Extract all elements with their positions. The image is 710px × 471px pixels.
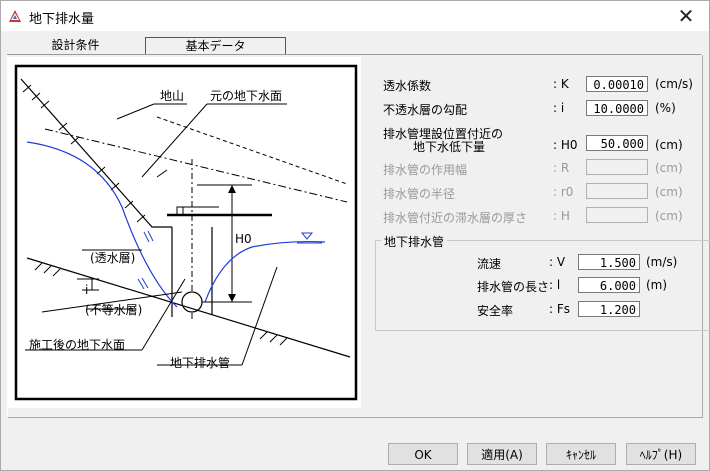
safety-factor-input[interactable]: 1.200 [578, 301, 640, 317]
drain-label-velocity: 流速 [477, 257, 502, 271]
param-symbol-r: : R [553, 161, 570, 175]
drain-pipe-group [375, 240, 710, 331]
drain-unit-v: (m/s) [646, 255, 678, 269]
label-ground: 地山 [160, 89, 185, 103]
param-unit-h0: (cm) [655, 138, 683, 152]
param-label-gradient: 不透水層の勾配 [383, 103, 468, 117]
tab-design-conditions[interactable]: 設計条件 [51, 38, 100, 52]
window-title: 地下排水量 [29, 12, 95, 27]
app-icon [9, 10, 21, 22]
param-symbol-k: : K [553, 77, 569, 91]
radius-input [586, 183, 648, 199]
param-unit-k: (cm/s) [655, 77, 693, 91]
param-symbol-r0: : r0 [553, 185, 574, 199]
title-bar: 地下排水量 ✕ [1, 1, 709, 31]
velocity-input[interactable]: 1.500 [578, 254, 640, 270]
drain-symbol-l: : l [549, 278, 561, 292]
label-h0: H0 [235, 232, 252, 246]
param-symbol-i: : i [553, 101, 565, 115]
drain-label-length: 排水管の長さ [477, 280, 550, 294]
param-label-aquifer-thickness: 排水管付近の滞水層の厚さ [383, 211, 528, 225]
drain-symbol-fs: : Fs [549, 302, 571, 316]
h0-input[interactable]: 50.000 [586, 135, 648, 151]
diagram-panel: 地山 元の地下水面 (透水層) i (不等水層) H0 施工後の地下水面 地下排… [7, 57, 361, 408]
aquifer-thickness-input [586, 207, 648, 223]
apply-button[interactable]: 適用(A) [467, 443, 537, 465]
action-width-input [586, 159, 648, 175]
param-unit-r0: (cm) [655, 185, 683, 199]
label-impervious-layer: (不等水層) [85, 303, 143, 317]
param-label-h0-line1: 排水管埋設位置付近の [383, 127, 504, 141]
param-unit-h: (cm) [655, 209, 683, 223]
drain-pipe-group-title: 地下排水管 [381, 233, 448, 250]
drain-unit-l: (m) [646, 278, 668, 292]
label-post-construction-groundwater: 施工後の地下水面 [29, 338, 126, 352]
help-button[interactable]: ﾍﾙﾌﾟ(H) [626, 443, 696, 465]
ok-button[interactable]: OK [388, 443, 458, 465]
drain-symbol-v: : V [549, 255, 566, 269]
drain-label-safety-factor: 安全率 [477, 304, 514, 318]
param-label-action-width: 排水管の作用幅 [383, 163, 468, 177]
param-symbol-h0: : H0 [553, 138, 578, 152]
tab-basic-data[interactable]: 基本データ [145, 37, 286, 55]
label-original-groundwater: 元の地下水面 [210, 89, 283, 103]
param-unit-r: (cm) [655, 161, 683, 175]
param-symbol-h: : H [553, 209, 570, 223]
label-drain-pipe: 地下排水管 [170, 356, 231, 370]
param-label-h0-line2: 地下水低下量 [413, 140, 486, 154]
length-input[interactable]: 6.000 [578, 277, 640, 293]
param-unit-i: (%) [655, 101, 676, 115]
param-label-permeability: 透水係数 [383, 79, 432, 93]
close-icon[interactable]: ✕ [677, 4, 695, 28]
cancel-button[interactable]: ｷｬﾝｾﾙ [546, 443, 616, 465]
label-gradient: i [85, 283, 89, 297]
permeability-input[interactable]: 0.00010 [586, 76, 648, 92]
drainage-diagram [14, 64, 358, 401]
gradient-input[interactable]: 10.0000 [586, 100, 648, 116]
label-pervious-layer: (透水層) [90, 251, 136, 265]
tab-divider [7, 54, 701, 55]
param-label-radius: 排水管の半径 [383, 187, 456, 201]
